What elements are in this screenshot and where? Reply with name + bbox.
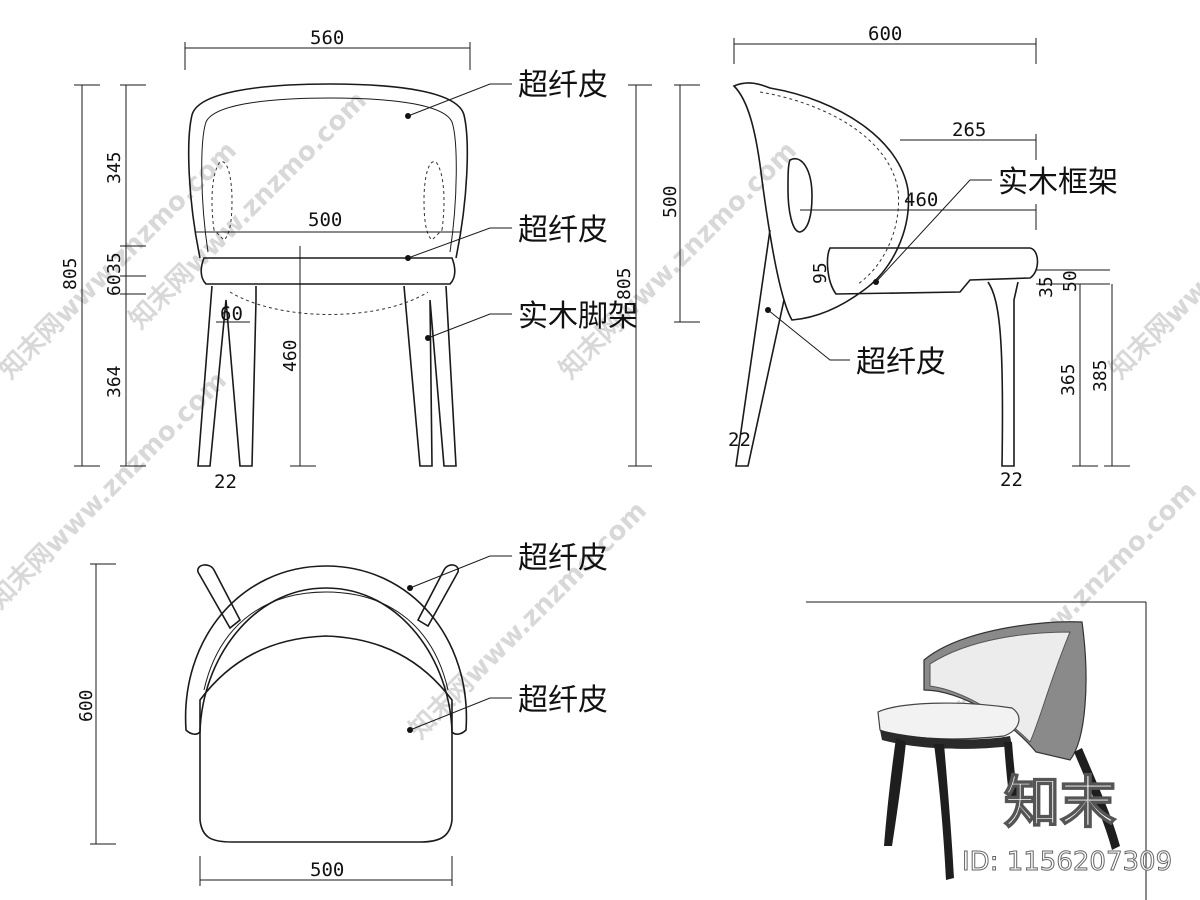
dim-front-width: 560 xyxy=(310,27,344,49)
side-arm xyxy=(787,157,813,233)
watermark-id: ID: 1156207309 xyxy=(962,847,1172,877)
dim-side-leg-a: 365 xyxy=(1058,363,1079,396)
dim-side-seat: 460 xyxy=(904,189,938,211)
dim-side-seat-b: 50 xyxy=(1060,270,1081,292)
front-view: 560 805 345 35 60 364 500 460 60 22 超纤皮 … xyxy=(60,27,638,493)
top-leg-left xyxy=(197,564,242,630)
leader-line xyxy=(427,313,512,339)
dim-front-seat-b: 60 xyxy=(104,274,125,296)
leader-line xyxy=(407,227,512,259)
leader-line xyxy=(409,697,512,731)
front-leg-left xyxy=(197,285,257,467)
front-arm-right xyxy=(423,161,445,241)
top-shell-inner xyxy=(203,591,449,691)
dim-side-depth: 600 xyxy=(868,23,902,45)
label-front-legs: 实木脚架 xyxy=(518,299,638,334)
side-leg-front xyxy=(987,281,1019,467)
front-seat-bottom xyxy=(229,291,429,315)
dim-side-height: 805 xyxy=(614,267,635,300)
dim-front-leg: 364 xyxy=(104,365,125,398)
dim-front-seat-height: 460 xyxy=(280,339,301,372)
dim-side-leg-back: 22 xyxy=(728,429,751,451)
watermark-logo: 知末 xyxy=(1004,771,1116,836)
dim-top-depth: 600 xyxy=(76,689,97,722)
leader-line xyxy=(875,179,992,283)
label-front-seat: 超纤皮 xyxy=(518,213,608,248)
side-view: 600 805 500 265 460 95 35 50 365 385 22 … xyxy=(614,23,1130,491)
dim-front-seat-width: 500 xyxy=(308,209,342,231)
dim-front-seat-a: 35 xyxy=(104,252,125,274)
dim-front-leg-spacing: 60 xyxy=(220,303,243,325)
dim-side-seat-a: 35 xyxy=(1036,276,1057,298)
photo-seat xyxy=(877,702,1020,740)
top-view: 600 500 超纤皮 超纤皮 xyxy=(76,541,608,886)
dim-front-back: 345 xyxy=(104,151,125,184)
dim-front-leg-width: 22 xyxy=(214,471,237,493)
top-leg-right xyxy=(416,564,459,628)
side-shell-outer xyxy=(732,82,910,321)
side-leg-back xyxy=(735,229,785,467)
front-back-inner xyxy=(201,97,457,253)
watermark-text: 知末网www.znzmo.com xyxy=(0,366,233,615)
dim-side-leg-b: 385 xyxy=(1090,359,1111,392)
dim-front-height: 805 xyxy=(60,257,81,290)
label-front-back: 超纤皮 xyxy=(518,68,608,103)
side-shell-inner xyxy=(759,91,900,285)
photo-back-inner xyxy=(929,631,1071,743)
photo-leg-2 xyxy=(934,744,954,880)
top-seat xyxy=(199,635,453,843)
dim-top-width: 500 xyxy=(310,859,344,881)
photo-seat-base xyxy=(880,730,1012,749)
leader-line xyxy=(767,309,850,361)
watermark-text: 知末网www.znzmo.com xyxy=(1104,136,1200,385)
photo-leg-1 xyxy=(884,738,906,846)
front-back-shell xyxy=(187,83,469,259)
dim-side-arm: 265 xyxy=(952,119,986,141)
product-photo: 知末 ID: 1156207309 xyxy=(806,601,1173,900)
photo-leg-4 xyxy=(1074,748,1120,850)
front-leg-right xyxy=(403,285,457,467)
dim-side-leg-front: 22 xyxy=(1000,469,1023,491)
side-seat xyxy=(826,247,1039,295)
label-top-seat: 超纤皮 xyxy=(518,683,608,718)
leader-line xyxy=(409,555,512,589)
dim-side-back: 500 xyxy=(660,185,681,218)
label-side-frame: 实木框架 xyxy=(998,165,1118,200)
label-top-back: 超纤皮 xyxy=(518,541,608,576)
front-seat xyxy=(200,257,456,285)
leader-line xyxy=(407,83,512,117)
dim-side-edge: 95 xyxy=(810,262,831,284)
label-side-shell: 超纤皮 xyxy=(856,345,946,380)
photo-leg-3 xyxy=(1004,742,1018,800)
front-arm-left xyxy=(211,161,233,241)
